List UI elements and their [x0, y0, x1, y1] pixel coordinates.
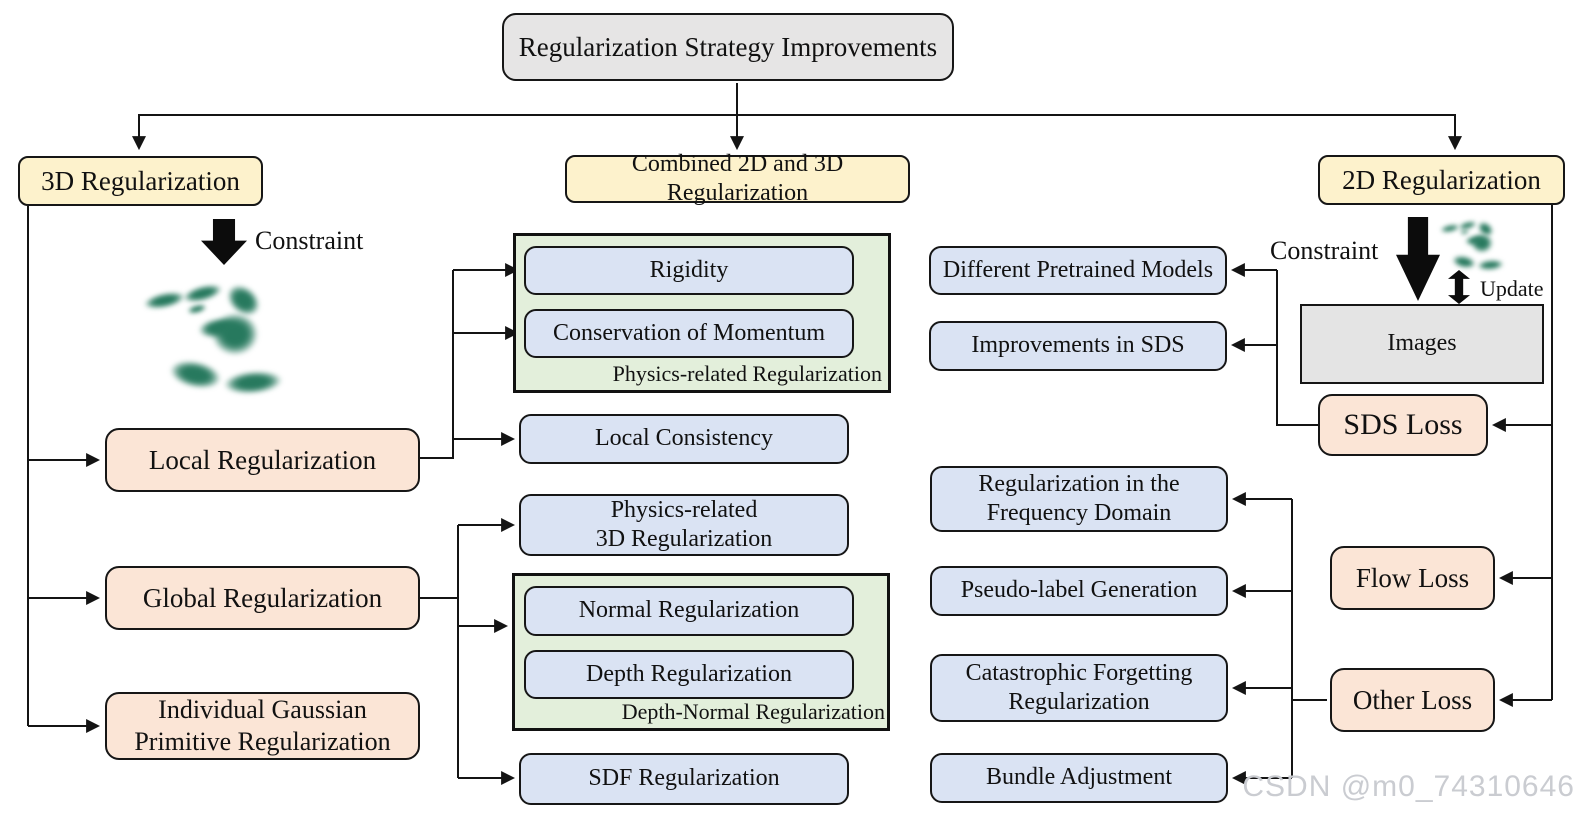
bunny-blob	[211, 311, 259, 356]
node-regularization-frequency-domain: Regularization in the Frequency Domain	[930, 466, 1228, 532]
group-label-physics: Physics-related Regularization	[612, 361, 882, 386]
title-box: Regularization Strategy Improvements	[502, 13, 954, 81]
node-global-regularization: Global Regularization	[105, 566, 420, 630]
node-other-loss: Other Loss	[1330, 668, 1495, 732]
node-depth-regularization: Depth Regularization	[524, 650, 854, 699]
bunny-blob	[1471, 233, 1493, 254]
gaussian-bunny-image	[142, 266, 320, 400]
node-local-regularization: Local Regularization	[105, 428, 420, 492]
node-normal-regularization: Normal Regularization	[524, 586, 854, 636]
update-label: Update	[1480, 276, 1544, 301]
update-double-arrow-icon	[1448, 270, 1470, 304]
group-label-depth-normal: Depth-Normal Regularization	[621, 699, 885, 724]
bunny-blob	[1459, 229, 1470, 236]
node-rigidity: Rigidity	[524, 246, 854, 295]
node-catastrophic-forgetting: Catastrophic Forgetting Regularization	[930, 654, 1228, 722]
bunny-blob	[186, 302, 209, 316]
node-improvements-in-sds: Improvements in SDS	[929, 321, 1227, 371]
node-sds-loss: SDS Loss	[1318, 394, 1488, 456]
bunny-blob	[1450, 253, 1477, 270]
branch-3d-regularization: 3D Regularization	[18, 156, 263, 206]
node-sdf-regularization: SDF Regularization	[519, 753, 849, 805]
branch-combined-2d-3d: Combined 2D and 3D Regularization	[565, 151, 910, 206]
node-local-consistency: Local Consistency	[519, 414, 849, 464]
bunny-blob	[222, 367, 284, 396]
bunny-blob	[142, 288, 187, 312]
gaussian-bunny-image-small	[1439, 213, 1521, 273]
constraint-down-arrow-icon-right	[1396, 217, 1440, 301]
bunny-blob	[181, 281, 225, 306]
node-bundle-adjustment: Bundle Adjustment	[930, 753, 1228, 803]
node-pseudo-label-generation: Pseudo-label Generation	[930, 566, 1228, 616]
node-different-pretrained-models: Different Pretrained Models	[929, 246, 1227, 295]
bunny-blob	[1439, 223, 1460, 234]
node-physics-related-3d: Physics-related 3D Regularization	[519, 494, 849, 556]
node-images: Images	[1300, 304, 1544, 384]
branch-2d-regularization: 2D Regularization	[1318, 155, 1565, 205]
constraint-down-arrow-icon	[201, 219, 247, 265]
bunny-blob	[1476, 258, 1505, 272]
node-conservation-of-momentum: Conservation of Momentum	[524, 309, 854, 358]
constraint-label-left: Constraint	[255, 226, 364, 255]
node-flow-loss: Flow Loss	[1330, 546, 1495, 610]
node-individual-gaussian-primitive: Individual Gaussian Primitive Regulariza…	[105, 692, 420, 760]
watermark: CSDN @m0_74310646	[1242, 770, 1575, 803]
bunny-blob	[166, 355, 224, 394]
constraint-label-right: Constraint	[1270, 236, 1379, 265]
